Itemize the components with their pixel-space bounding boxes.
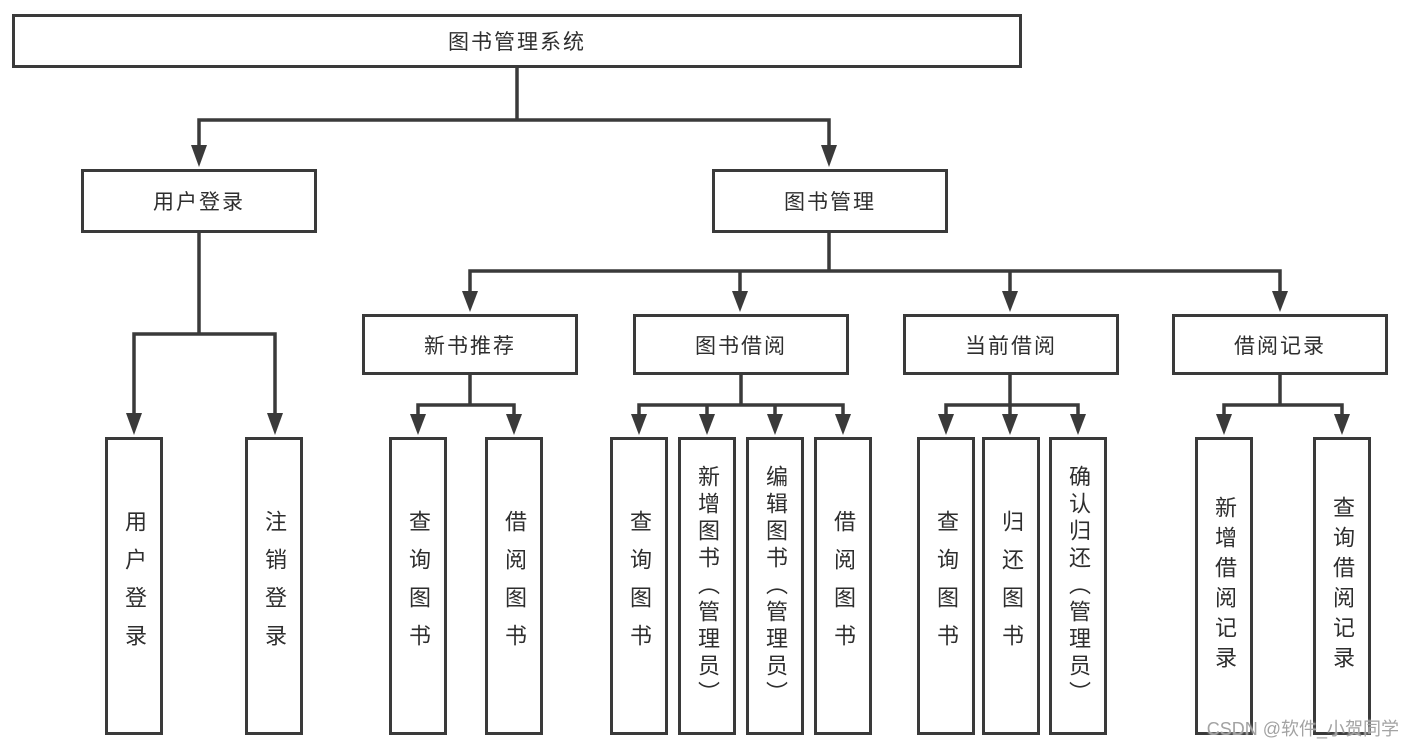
leaf-label: 归还图书 [999,510,1024,662]
node-label: 新书推荐 [424,334,516,358]
leaf-logout: 注销登录 [245,437,303,735]
leaf-query-borrow-record: 查询借阅记录 [1313,437,1371,735]
node-library-management-system: 图书管理系统 [12,14,1022,68]
leaf-label: 新增借阅记录 [1212,496,1237,676]
node-label: 图书管理系统 [448,31,586,54]
leaf-borrow-books: 借阅图书 [814,437,872,735]
leaf-label: 注销登录 [262,510,287,662]
leaf-label: 借阅图书 [831,510,856,662]
leaf-label: 查询借阅记录 [1330,496,1355,676]
leaf-label: 查询图书 [627,510,652,662]
arrowheads [126,145,1350,435]
leaf-edit-books-admin: 编辑图书（管理员） [746,437,804,735]
leaf-label: 查询图书 [406,510,431,662]
leaf-return-books: 归还图书 [982,437,1040,735]
leaf-label: 新增图书（管理员） [695,464,720,708]
leaf-confirm-return-admin: 确认归还（管理员） [1049,437,1107,735]
node-label: 图书借阅 [695,334,787,358]
leaf-label: 确认归还（管理员） [1066,464,1091,708]
leaf-label: 查询图书 [934,510,959,662]
node-book-borrowing: 图书借阅 [633,314,849,375]
leaf-label: 编辑图书（管理员） [763,464,788,708]
leaf-user-login: 用户登录 [105,437,163,735]
csdn-watermark: CSDN @软件_小贺同学 [1206,719,1399,739]
leaf-borrow-books-recommend: 借阅图书 [485,437,543,735]
node-label: 借阅记录 [1234,334,1326,358]
node-borrowing-records: 借阅记录 [1172,314,1388,375]
node-current-borrowing: 当前借阅 [903,314,1119,375]
leaf-add-borrow-record: 新增借阅记录 [1195,437,1253,735]
leaf-query-books-current: 查询图书 [917,437,975,735]
node-book-management: 图书管理 [712,169,948,233]
leaf-add-books-admin: 新增图书（管理员） [678,437,736,735]
node-user-login: 用户登录 [81,169,317,233]
leaf-label: 用户登录 [122,510,147,662]
leaf-label: 借阅图书 [502,510,527,662]
node-label: 当前借阅 [965,334,1057,358]
leaf-query-books-recommend: 查询图书 [389,437,447,735]
node-new-book-recommend: 新书推荐 [362,314,578,375]
node-label: 用户登录 [153,191,245,214]
leaf-query-books-borrowing: 查询图书 [610,437,668,735]
node-label: 图书管理 [784,191,876,214]
